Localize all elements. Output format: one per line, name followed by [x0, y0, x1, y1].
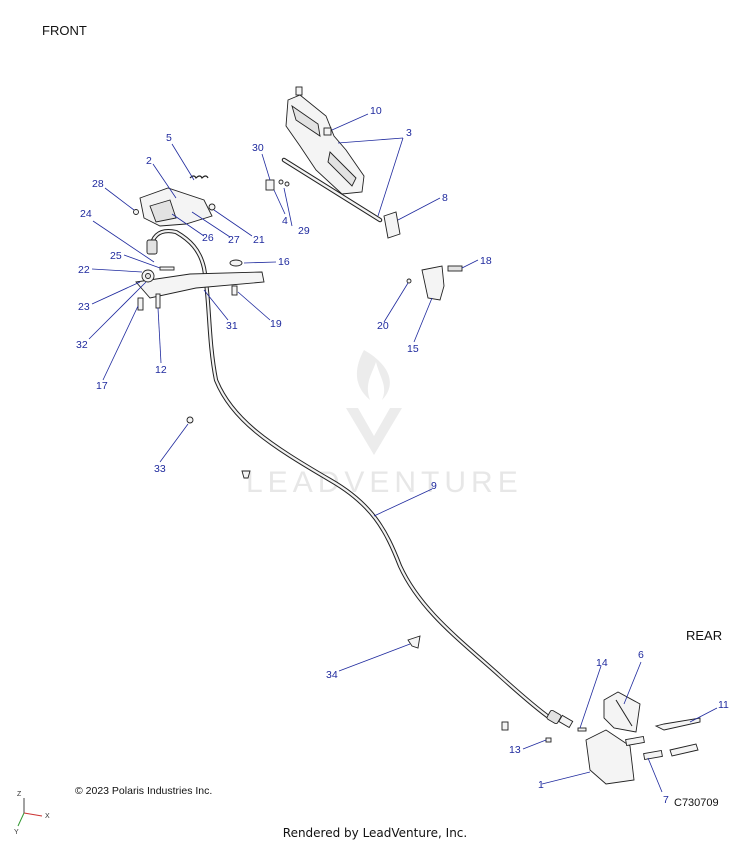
- callout-22: 22: [78, 264, 90, 276]
- copyright-text: © 2023 Polaris Industries Inc.: [75, 785, 213, 797]
- callout-15: 15: [407, 343, 419, 355]
- callout-27: 27: [228, 234, 240, 246]
- callout-10: 10: [370, 105, 382, 117]
- axis-y-label: Y: [14, 829, 19, 836]
- nut-20: [406, 278, 412, 284]
- watermark-text: LEADVENTURE: [246, 466, 523, 499]
- shift-arm: [135, 259, 265, 311]
- nut-28: [133, 209, 139, 215]
- bolt-11b: [669, 743, 699, 757]
- pin-14: [577, 727, 587, 732]
- callout-20: 20: [377, 320, 389, 332]
- bolt-19: [231, 285, 238, 296]
- callout-14: 14: [596, 657, 608, 669]
- clip-13b: [501, 721, 509, 731]
- callouts: 1 2 3 4 5 6 7 8 9 10 11 12 13 14 15 16 1…: [76, 105, 729, 806]
- bolt-17: [137, 297, 144, 311]
- link-25: [159, 266, 175, 271]
- callout-17: 17: [96, 380, 108, 392]
- pin-12: [155, 293, 161, 309]
- callout-5: 5: [166, 132, 172, 144]
- pin-29a: [278, 179, 284, 185]
- rear-label: REAR: [686, 628, 723, 643]
- callout-11: 11: [718, 699, 729, 711]
- clip-33: [186, 416, 194, 424]
- callout-1: 1: [538, 779, 544, 791]
- callout-18: 18: [480, 255, 492, 267]
- pin-29b: [284, 181, 290, 187]
- front-label: FRONT: [42, 23, 87, 38]
- watermark-logo: LEADVENTURE: [246, 350, 523, 499]
- callout-25: 25: [110, 250, 122, 262]
- clip-30: [265, 179, 275, 191]
- callout-23: 23: [78, 301, 90, 313]
- callout-28: 28: [92, 178, 104, 190]
- callout-29: 29: [298, 225, 310, 237]
- callout-34: 34: [326, 669, 338, 681]
- callout-12: 12: [155, 364, 167, 376]
- pivot-bracket: [133, 175, 216, 227]
- washer-16: [229, 259, 243, 267]
- callout-21: 21: [253, 234, 265, 246]
- callout-7: 7: [663, 794, 669, 806]
- bolt-18: [447, 265, 463, 272]
- spring-5: [189, 175, 209, 180]
- callout-16: 16: [278, 256, 290, 268]
- callout-13: 13: [509, 744, 521, 756]
- clip-13: [545, 737, 552, 743]
- footer-text: Rendered by LeadVenture, Inc.: [282, 826, 468, 840]
- bolt-10: [323, 127, 332, 136]
- lever-body: [406, 265, 463, 301]
- callout-30: 30: [252, 142, 264, 154]
- axis-x-label: X: [45, 813, 50, 820]
- housing-bolt: [295, 86, 303, 96]
- callout-2: 2: [146, 155, 152, 167]
- callout-4: 4: [282, 215, 288, 227]
- shifter-housing: [281, 86, 383, 223]
- axis-triad: Z X Y: [14, 791, 50, 836]
- mount-plate-1: [585, 729, 635, 785]
- washer-21: [208, 203, 216, 211]
- callout-19: 19: [270, 318, 282, 330]
- clip-loose: [241, 470, 251, 479]
- sleeve-7a: [625, 735, 645, 747]
- callout-3: 3: [406, 127, 412, 139]
- cable-end-front: [146, 239, 158, 255]
- bolt-11: [654, 717, 701, 731]
- sleeve-7b: [643, 749, 663, 761]
- clip-34: [407, 635, 421, 649]
- callout-31: 31: [226, 320, 238, 332]
- shift-cable: [146, 229, 574, 729]
- callout-8: 8: [442, 192, 448, 204]
- callout-26: 26: [202, 232, 214, 244]
- axis-z-label: Z: [17, 791, 22, 798]
- callout-32: 32: [76, 339, 88, 351]
- callout-6: 6: [638, 649, 644, 661]
- leader-lines: [88, 113, 718, 793]
- diagram-code: C730709: [674, 797, 719, 809]
- clevis: [558, 714, 574, 729]
- callout-9: 9: [431, 480, 437, 492]
- callout-33: 33: [154, 463, 166, 475]
- callout-24: 24: [80, 208, 92, 220]
- bracket-8: [383, 211, 401, 239]
- rear-bracket-6: [603, 691, 641, 733]
